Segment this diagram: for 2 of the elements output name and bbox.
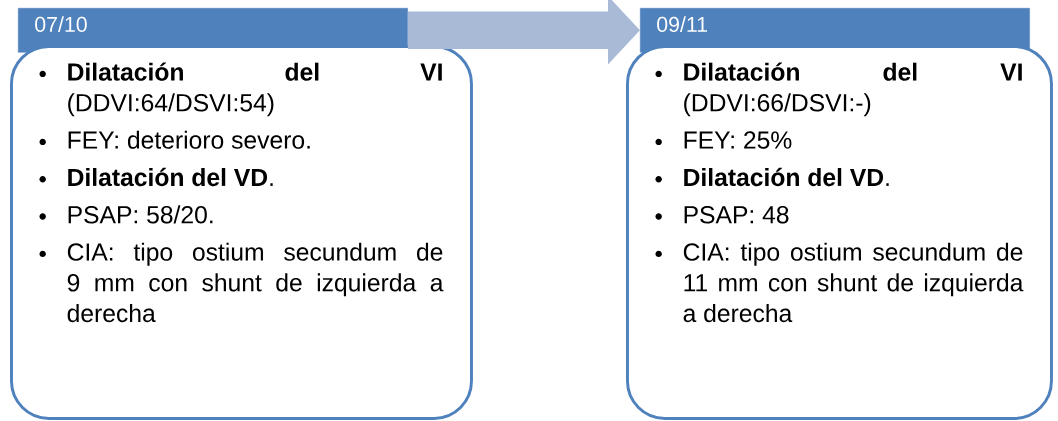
findings-card: Dilatación del VI (DDVI:64/DSVI:54) FEY: deterioro severo. Dilatación del VD. PSAP: 58/20. CIA: tipo ostium secundum de 9 mm con shunt de izquierda a derecha — [10, 45, 473, 420]
findings-card: Dilatación del VI (DDVI:66/DSVI:-) FEY: 25% Dilatación del VD. PSAP: 48 CIA: tipo ostium secundum de 11 mm con shunt de izquierda a derecha — [626, 45, 1053, 420]
